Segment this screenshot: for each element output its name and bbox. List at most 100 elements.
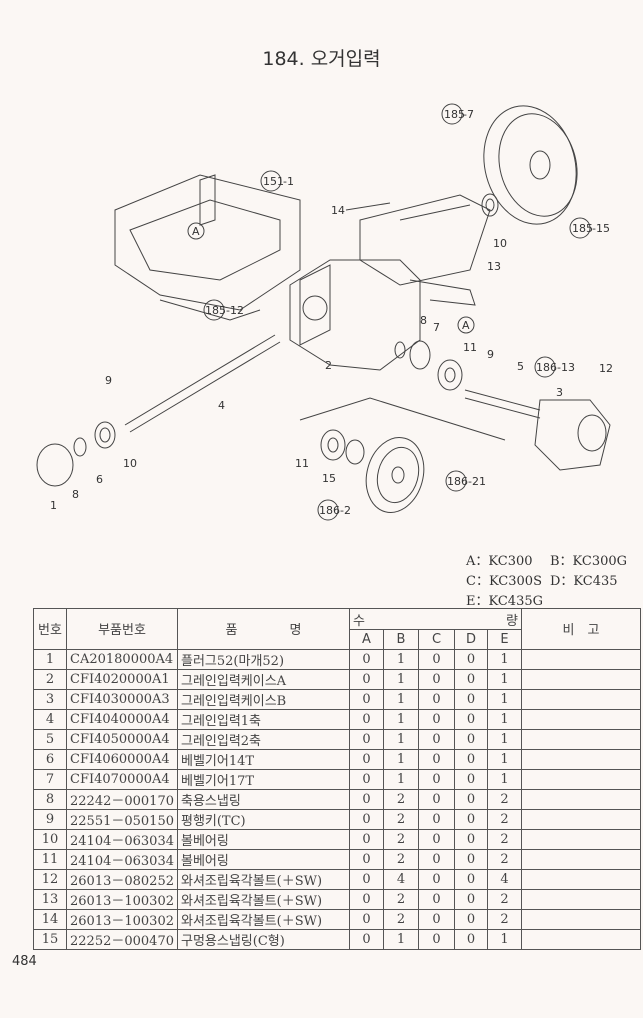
part-name: 볼베어링 — [176, 828, 350, 850]
row-number: 12 — [33, 868, 67, 890]
qty-c: 0 — [417, 688, 455, 710]
qty-e: 1 — [486, 708, 522, 730]
qty-b: 1 — [382, 748, 419, 770]
legend-e: E：KC435G — [466, 594, 543, 609]
qty-e: 1 — [486, 928, 522, 950]
part-number: CFI4050000A4 — [66, 728, 178, 750]
remarks — [520, 888, 641, 910]
header-model-e: E — [486, 629, 522, 650]
qty-c: 0 — [417, 788, 455, 810]
row-number: 4 — [33, 708, 67, 730]
callout-5: 5 — [517, 360, 524, 373]
part-number: 24104－063034 — [66, 828, 178, 850]
qty-b: 1 — [382, 928, 419, 950]
callout-10: 10 — [493, 237, 507, 250]
qty-d: 0 — [453, 928, 488, 950]
part-name: 그레인입력케이스B — [176, 688, 350, 710]
shaft-4 — [36, 334, 281, 487]
part-name: 그레인입력2축 — [176, 728, 350, 750]
qty-c: 0 — [417, 768, 455, 790]
qty-a: 0 — [348, 808, 384, 830]
part-number: CA20180000A4 — [66, 648, 178, 670]
remarks — [520, 668, 641, 690]
callout-suffix: -21 — [468, 475, 486, 488]
remarks — [520, 868, 641, 890]
legend-d: D：KC435 — [550, 574, 618, 589]
header-model-a: A — [348, 629, 384, 650]
row-number: 14 — [33, 908, 67, 930]
row-number: 2 — [33, 668, 67, 690]
remarks — [520, 768, 641, 790]
remarks — [520, 688, 641, 710]
callout-151-1: 151 — [263, 175, 284, 188]
row-number: 13 — [33, 888, 67, 910]
qty-c: 0 — [417, 648, 455, 670]
callout-10: 10 — [123, 457, 137, 470]
remarks — [520, 808, 641, 830]
qty-c: 0 — [417, 728, 455, 750]
qty-d: 0 — [453, 888, 488, 910]
header-part-no: 부품번호 — [66, 608, 178, 650]
qty-a: 0 — [348, 828, 384, 850]
part-name: 평행키(TC) — [176, 808, 350, 830]
callout-suffix: -2 — [340, 504, 351, 517]
qty-b: 1 — [382, 648, 419, 670]
qty-a: 0 — [348, 908, 384, 930]
qty-a: 0 — [348, 928, 384, 950]
callout-suffix: -7 — [463, 108, 474, 121]
qty-d: 0 — [453, 668, 488, 690]
remarks — [520, 848, 641, 870]
part-number: CFI4030000A3 — [66, 688, 178, 710]
callout-labels: 185-7 151-1 14 185-15 10 13 A A 185-12 8… — [50, 103, 613, 521]
part-name: 그레인입력1축 — [176, 708, 350, 730]
callout-185-12: 185 — [205, 304, 226, 317]
qty-d: 0 — [453, 748, 488, 770]
qty-a: 0 — [348, 888, 384, 910]
row-number: 11 — [33, 848, 67, 870]
part-number: 26013－080252 — [66, 868, 178, 890]
remarks — [520, 748, 641, 770]
callout-A: A — [192, 225, 200, 238]
header-model-d: D — [453, 629, 488, 650]
header-model-c: C — [417, 629, 455, 650]
part-name: 와셔조립육각볼트(＋SW) — [176, 908, 350, 930]
qty-b: 4 — [382, 868, 419, 890]
qty-b: 2 — [382, 808, 419, 830]
part-name: 그레인입력케이스A — [176, 668, 350, 690]
remarks — [520, 788, 641, 810]
qty-e: 1 — [486, 748, 522, 770]
qty-d: 0 — [453, 708, 488, 730]
qty-e: 1 — [486, 648, 522, 670]
remarks — [520, 728, 641, 750]
callout-8: 8 — [420, 314, 427, 327]
callout-185-7: 185 — [444, 108, 465, 121]
qty-b: 2 — [382, 788, 419, 810]
qty-e: 2 — [486, 828, 522, 850]
part-name: 구멍용스냅링(C형) — [176, 928, 350, 950]
part-name: 볼베어링 — [176, 848, 350, 870]
qty-c: 0 — [417, 708, 455, 730]
legend-c: C：KC300S — [466, 574, 542, 589]
qty-e: 2 — [486, 908, 522, 930]
qty-b: 1 — [382, 668, 419, 690]
header-model-b: B — [382, 629, 419, 650]
large-pulley — [481, 105, 578, 225]
row-number: 5 — [33, 728, 67, 750]
qty-a: 0 — [348, 788, 384, 810]
part-number: CFI4060000A4 — [66, 748, 178, 770]
callout-1: 1 — [50, 499, 57, 512]
qty-a: 0 — [348, 768, 384, 790]
header-name: 품 명 — [176, 608, 350, 650]
callout-6: 6 — [96, 473, 103, 486]
qty-d: 0 — [453, 908, 488, 930]
qty-a: 0 — [348, 728, 384, 750]
callout-3: 3 — [556, 386, 563, 399]
